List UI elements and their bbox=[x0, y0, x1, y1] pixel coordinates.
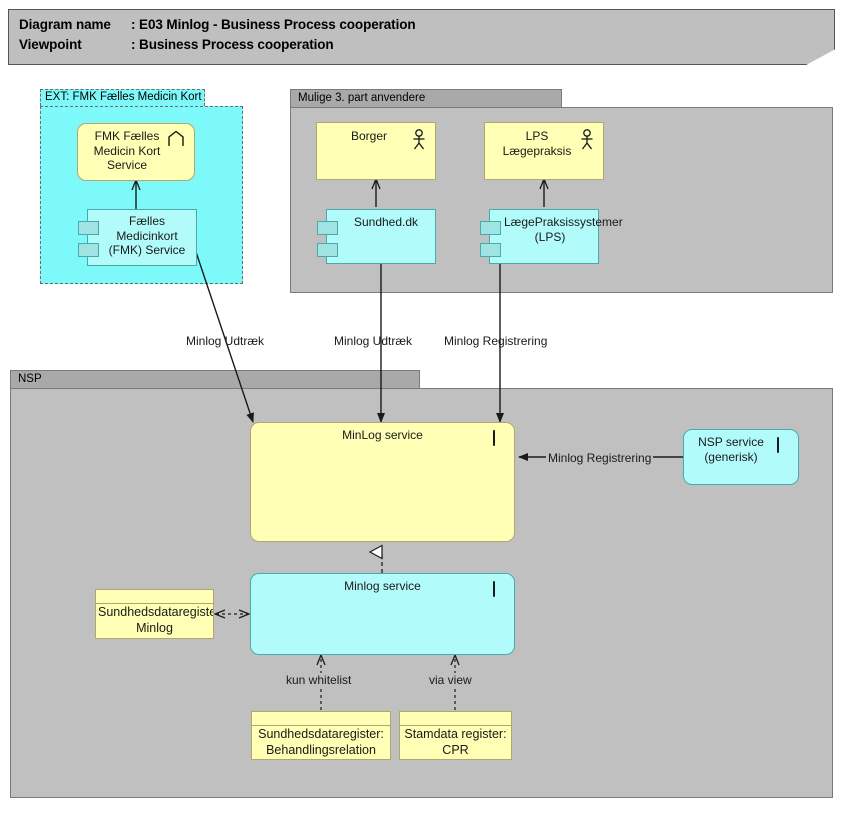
viewpoint-value: : Business Process cooperation bbox=[131, 37, 334, 52]
node-minlog-service-yellow[interactable]: MinLog service bbox=[250, 422, 515, 542]
component-icon-2 bbox=[78, 243, 99, 257]
diagram-name-key: Diagram name bbox=[19, 17, 111, 32]
node-stamdata-cpr[interactable]: Stamdata register: CPR bbox=[399, 711, 512, 760]
edge-label-lps-to-minlog: Minlog Registrering bbox=[444, 334, 548, 348]
node-sundheddk[interactable]: Sundhed.dk bbox=[317, 209, 436, 264]
component-icon bbox=[78, 221, 99, 235]
node-label: LægePraksissystemer (LPS) bbox=[504, 215, 623, 244]
node-sdr-minlog[interactable]: Sundhedsdataregister: Minlog bbox=[95, 589, 214, 639]
note-header-bar bbox=[96, 590, 213, 604]
node-sdr-behandlingsrelation[interactable]: Sundhedsdataregister: Behandlingsrelatio… bbox=[251, 711, 391, 760]
node-label: Sundhedsdataregister: Behandlingsrelatio… bbox=[258, 727, 384, 757]
note-header-bar bbox=[400, 712, 511, 726]
edge-label-fmk-to-minlog: Minlog Udtræk bbox=[186, 334, 265, 348]
node-lps-laegepraksis[interactable]: LPS Lægepraksis bbox=[484, 122, 604, 180]
note-header-bar bbox=[252, 712, 390, 726]
node-label: Borger bbox=[350, 129, 388, 143]
node-label: Minlog service bbox=[344, 579, 421, 593]
node-label: Sundhedsdataregister: Minlog bbox=[98, 605, 214, 635]
node-fmk-service[interactable]: FMK Fælles Medicin Kort Service bbox=[77, 123, 195, 181]
group-tab-fmk[interactable]: EXT: FMK Fælles Medicin Kort bbox=[40, 89, 205, 106]
group-tab-third-party[interactable]: Mulige 3. part anvendere bbox=[290, 89, 562, 107]
node-label: Stamdata register: CPR bbox=[404, 727, 507, 757]
node-nsp-service[interactable]: NSP service (generisk) bbox=[683, 429, 799, 485]
node-label: MinLog service bbox=[342, 428, 423, 442]
component-icon-2 bbox=[480, 243, 501, 257]
node-fmk-component[interactable]: Fælles Medicinkort (FMK) Service bbox=[78, 209, 197, 266]
group-tab-nsp[interactable]: NSP bbox=[10, 370, 420, 388]
node-lps-system[interactable]: LægePraksissystemer (LPS) bbox=[480, 209, 623, 264]
node-label: Fælles Medicinkort (FMK) Service bbox=[108, 214, 186, 258]
diagram-name-value: : E03 Minlog - Business Process cooperat… bbox=[131, 17, 416, 32]
node-label: LPS Lægepraksis bbox=[502, 129, 572, 158]
node-label: NSP service (generisk) bbox=[698, 435, 764, 464]
edge-label-sundheddk-to-minlog: Minlog Udtræk bbox=[334, 334, 413, 348]
component-icon bbox=[480, 221, 501, 235]
diagram-name-line: Diagram name : E03 Minlog - Business Proc… bbox=[19, 17, 416, 32]
component-icon bbox=[317, 221, 338, 235]
node-label: FMK Fælles Medicin Kort Service bbox=[93, 129, 161, 173]
component-icon-2 bbox=[317, 243, 338, 257]
node-borger[interactable]: Borger bbox=[316, 122, 436, 180]
edge-label-kun-whitelist: kun whitelist bbox=[284, 673, 354, 687]
edge-label-nspservice-to-minlog: Minlog Registrering bbox=[546, 451, 654, 465]
node-minlog-service-cyan[interactable]: Minlog service bbox=[250, 573, 515, 655]
viewpoint-key: Viewpoint bbox=[19, 37, 82, 52]
node-label: Sundhed.dk bbox=[353, 215, 419, 229]
diagram-title-box: Diagram name : E03 Minlog - Business Proc… bbox=[8, 9, 835, 65]
edge-label-via-view: via view bbox=[427, 673, 474, 687]
viewpoint-line: Viewpoint : Business Process cooperation bbox=[19, 37, 334, 52]
